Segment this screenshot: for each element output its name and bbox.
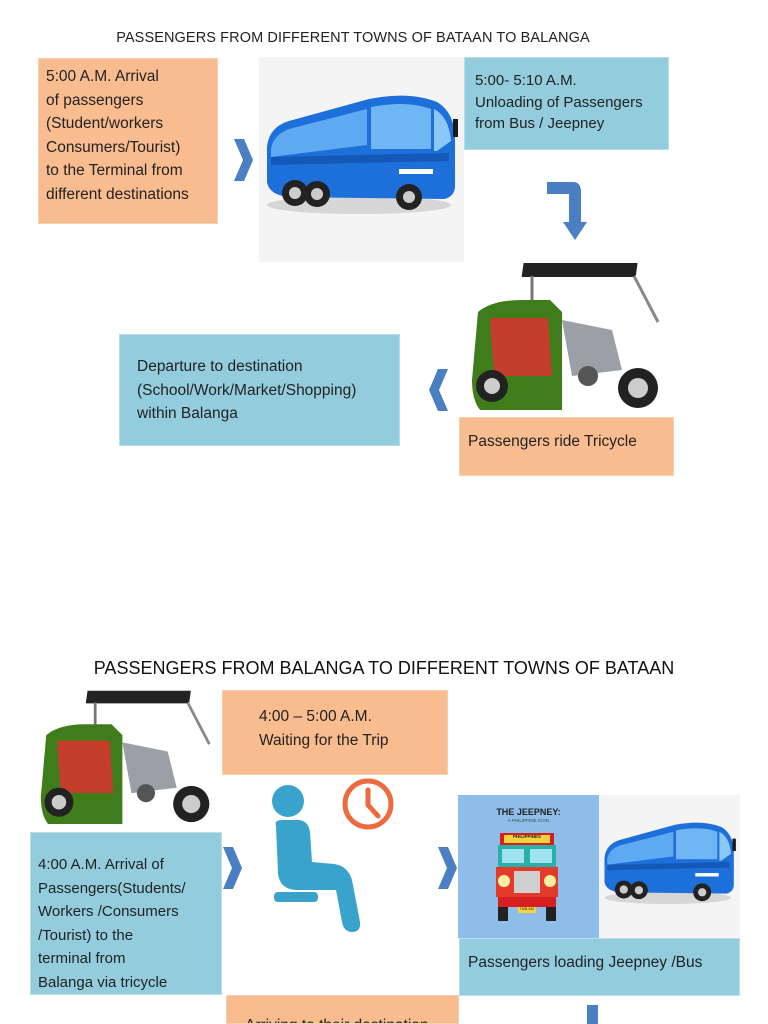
seated-person-icon (272, 785, 361, 932)
unloading-box: 5:00- 5:10 A.M. Unloading of Passengers … (464, 57, 669, 150)
arrow-down-icon (587, 1005, 598, 1024)
loading-box: Passengers loading Jeepney /Bus (459, 938, 740, 996)
jeepney-poster-subtitle: A PHILIPPINE ICON (507, 818, 550, 823)
arrival-box-2: 4:00 A.M. Arrival of Passengers(Students… (30, 832, 222, 995)
chevron-right-icon (438, 847, 457, 889)
bus-image (259, 57, 464, 262)
bus-icon (604, 822, 736, 904)
arriving-box: Arriving to their destination (226, 995, 459, 1024)
arrival-box-1: 5:00 A.M. Arrival of passengers (Student… (38, 58, 218, 224)
chevron-left-icon (429, 369, 448, 411)
chevron-right-icon (234, 139, 253, 181)
tricycle-icon (472, 263, 660, 410)
jeepney-icon (496, 833, 558, 921)
waiting-box: 4:00 – 5:00 A.M. Waiting for the Trip (222, 690, 448, 775)
ride-box: Passengers ride Tricycle (459, 417, 674, 476)
bus-image (599, 795, 740, 938)
tricycle-image (30, 688, 222, 833)
tricycle-icon (40, 690, 211, 824)
chevron-right-icon (223, 847, 242, 889)
jeepney-poster-title: THE JEEPNEY: (496, 807, 561, 817)
bus-icon (267, 95, 458, 214)
arrow-down-icon (547, 182, 587, 240)
section2-title: PASSENGERS FROM BALANGA TO DIFFERENT TOW… (93, 658, 675, 678)
section1-title: PASSENGERS FROM DIFFERENT TOWNS OF BATAA… (116, 30, 590, 46)
jeepney-sign: PHILIPPINES (512, 834, 541, 839)
tricycle-image (462, 260, 670, 420)
departure-box: Departure to destination (School/Work/Ma… (119, 334, 400, 446)
clock-icon (342, 778, 394, 830)
jeepney-poster: THE JEEPNEY: A PHILIPPINE ICON PHILIPPIN… (458, 795, 599, 938)
jeepney-plate: TMB-440 (519, 907, 535, 911)
